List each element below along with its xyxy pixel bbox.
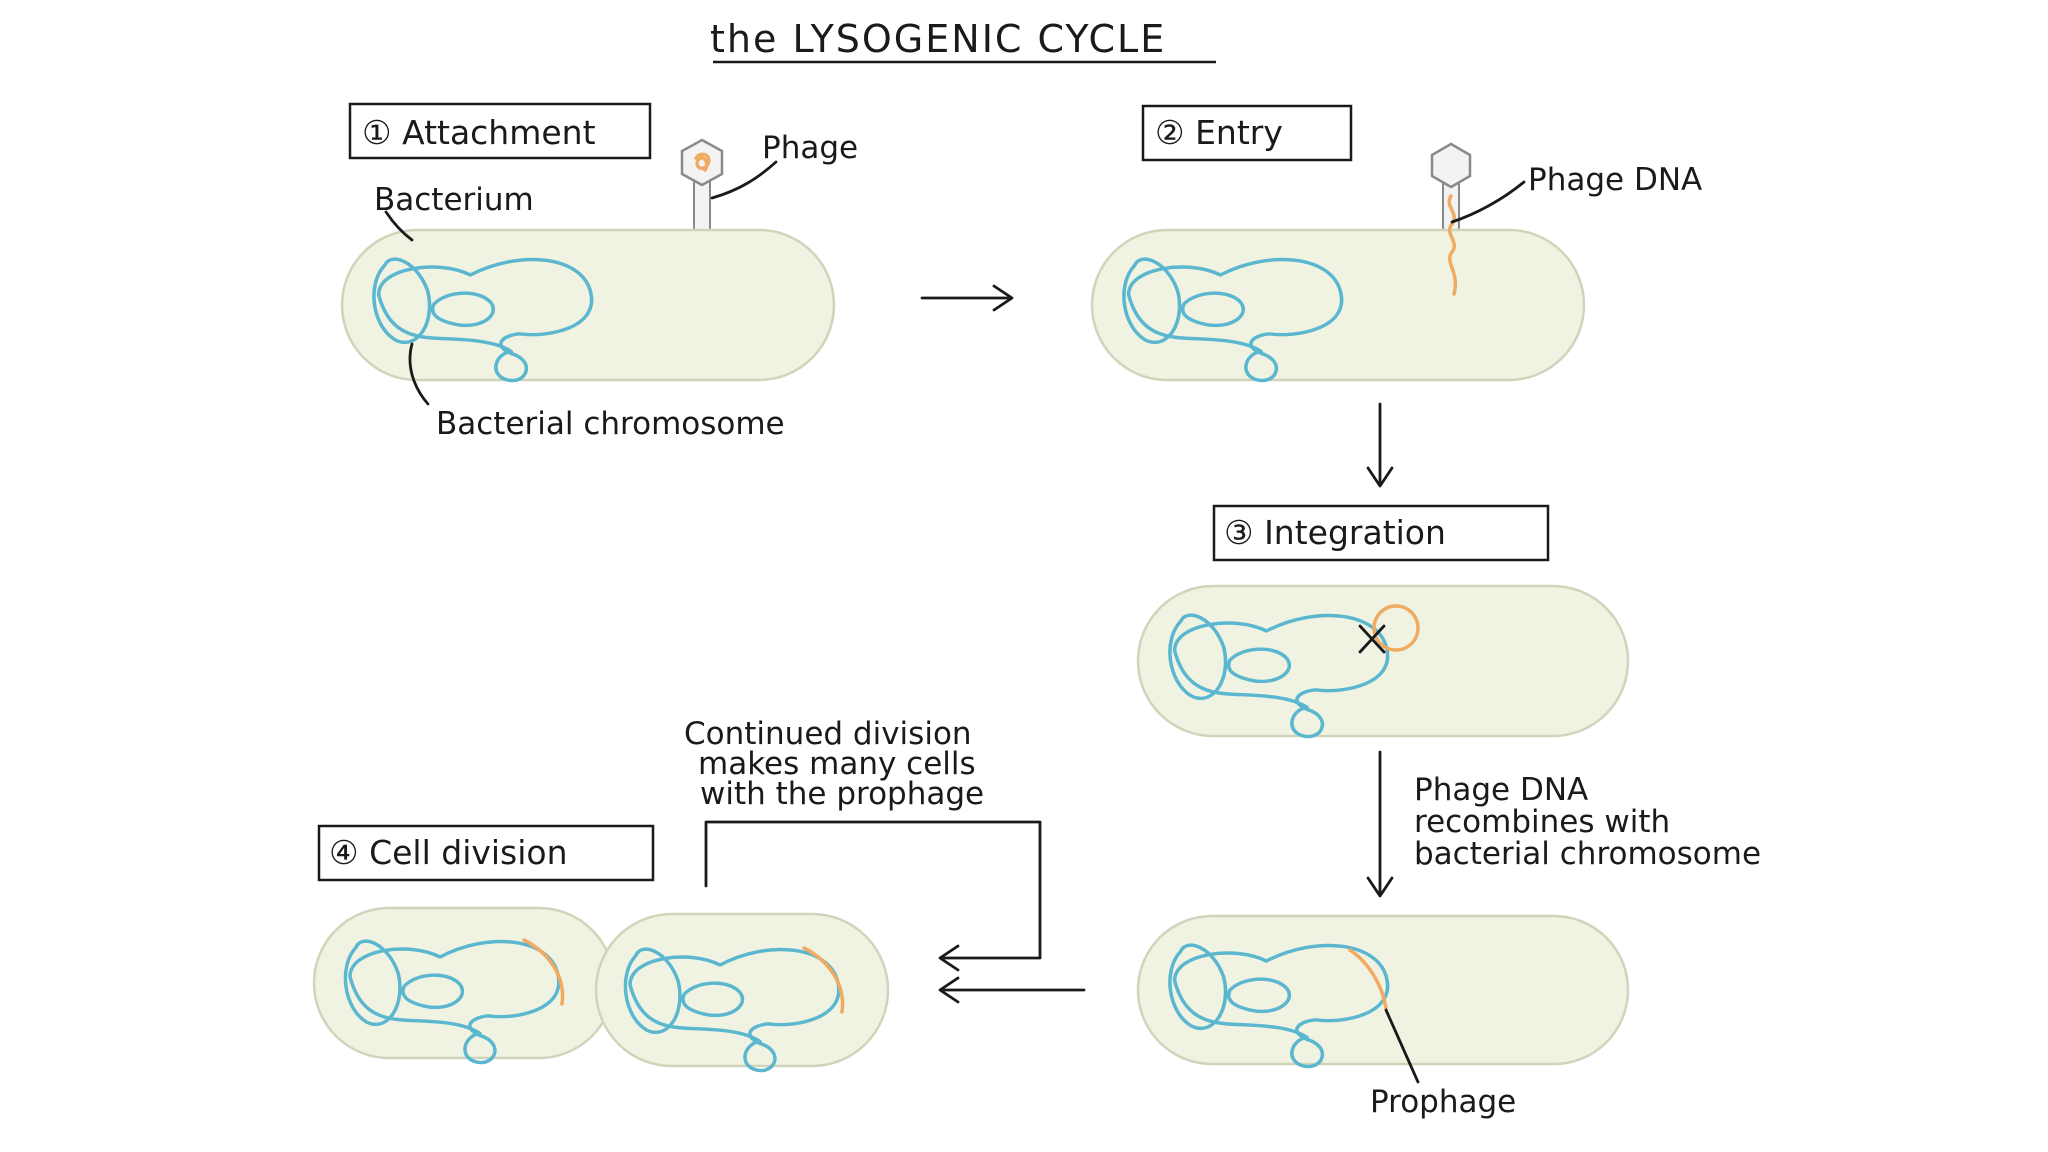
- injected-phage-dna: [1447, 194, 1458, 296]
- continued-division-loop: [704, 820, 1042, 960]
- daughter-cell-left: [312, 906, 616, 1060]
- arrow-entry-to-integration: [1366, 402, 1394, 488]
- step-entry: ② Entry Phage DNA: [1090, 104, 1702, 383]
- circular-phage-dna: [1372, 604, 1420, 652]
- crossover-mark: [1358, 624, 1386, 654]
- step-label-box-entry: [1141, 104, 1353, 162]
- phage-pointer: [710, 160, 778, 200]
- daughter-prophage-left: [522, 938, 565, 1006]
- arrow-integration-to-prophage: [1366, 750, 1394, 898]
- step-label-cell-division: ④ Cell division: [329, 833, 568, 872]
- diagram-title: the LYSOGENIC CYCLE: [710, 17, 1166, 61]
- phage-dna-label: Phage DNA: [1528, 162, 1702, 198]
- phage-head-empty: [1430, 142, 1472, 189]
- recombines-text-line3: bacterial chromosome: [1414, 836, 1761, 872]
- bacterium-cell-3: [1136, 584, 1630, 738]
- daughter-cell-right: [594, 912, 890, 1068]
- step-label-integration: ③ Integration: [1224, 513, 1446, 552]
- continued-text-line3: with the prophage: [700, 776, 984, 812]
- prophage-label: Prophage: [1370, 1084, 1516, 1120]
- continued-division-arrowhead: [938, 944, 960, 972]
- step-label-attachment: ① Attachment: [362, 113, 596, 152]
- phage-head: [680, 138, 724, 187]
- bacterium-pointer: [384, 210, 414, 242]
- prophage-segment: [1348, 948, 1388, 1010]
- phage-dna-coil: [694, 152, 711, 172]
- step-cell-division: ④ Cell division Continued division makes…: [312, 716, 1042, 1073]
- step-integration: ③ Integration: [1136, 504, 1630, 739]
- step-attachment: ① Attachment Phage Bacterium Bacterial c…: [340, 102, 858, 442]
- continued-text-line1: Continued division: [684, 716, 972, 752]
- bacterium-cell-4: [1136, 914, 1630, 1066]
- step-label-box-attachment: [348, 102, 652, 160]
- recombines-text-line1: Phage DNA: [1414, 772, 1588, 808]
- step-label-entry: ② Entry: [1155, 113, 1283, 152]
- bacterium-cell-1: [340, 228, 836, 382]
- chromosome-pointer: [408, 342, 430, 406]
- step-label-box-integration: [1212, 504, 1550, 562]
- arrow-attachment-to-entry: [920, 284, 1014, 312]
- prophage-cell-group: Prophage: [1136, 914, 1630, 1120]
- phage-label: Phage: [762, 130, 858, 166]
- bacterium-cell-2: [1090, 228, 1586, 382]
- step-label-box-cell-division: [317, 824, 655, 882]
- recombines-text-line2: recombines with: [1414, 804, 1670, 840]
- daughter-prophage-right: [802, 946, 845, 1014]
- continued-text-line2: makes many cells: [698, 746, 976, 782]
- prophage-pointer: [1384, 1008, 1420, 1084]
- bacterial-chromosome-label: Bacterial chromosome: [436, 406, 785, 442]
- phage-dna-pointer: [1450, 180, 1526, 224]
- arrow-prophage-to-division: [938, 976, 1086, 1004]
- bacterium-label: Bacterium: [374, 182, 534, 218]
